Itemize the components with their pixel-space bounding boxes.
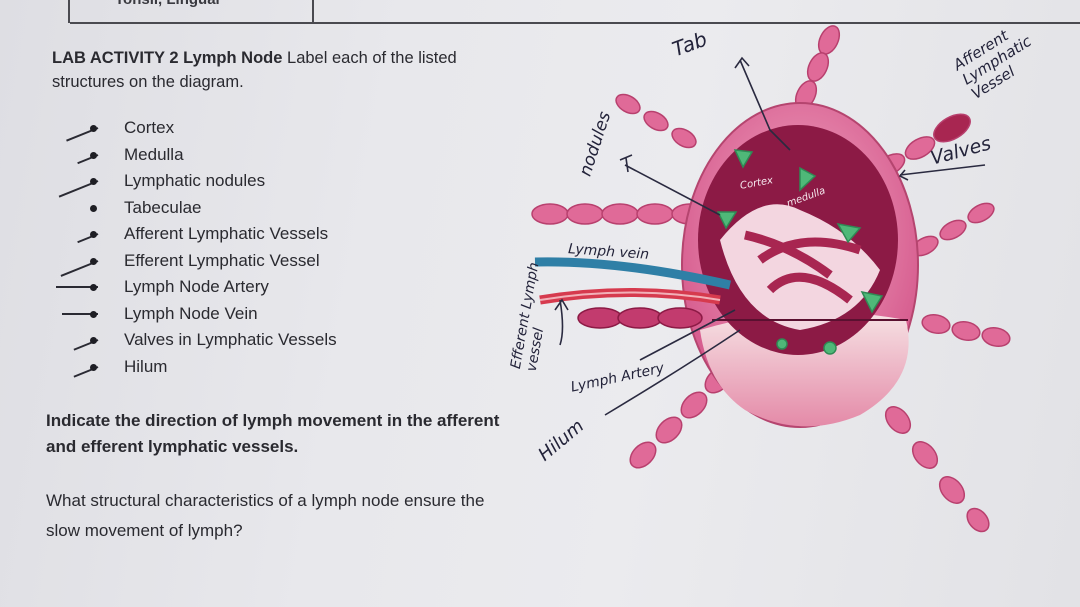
cut-header-text: Tonsil, Lingual [115, 0, 220, 8]
bullet-icon [90, 231, 97, 238]
table-border-mid [312, 0, 314, 23]
activity-title: LAB ACTIVITY 2 Lymph Node Label each of … [52, 46, 482, 94]
table-border-left [68, 0, 70, 23]
list-item: Tabeculae [62, 195, 337, 222]
list-item: Lymph Node Artery [56, 274, 337, 301]
lymph-node-vein [534, 257, 731, 290]
table-border-bottom [70, 22, 1080, 24]
bullet-icon [90, 363, 97, 371]
afferent-vessel-upper-left [615, 93, 697, 149]
structure-list: Cortex Medulla Lymphatic nodules Tabecul… [56, 115, 337, 381]
afferent-vessel-lower-right [884, 406, 990, 533]
list-item: Hilum [62, 354, 337, 381]
list-item: Lymphatic nodules [58, 168, 337, 198]
list-item: Medulla [62, 142, 337, 169]
lymphatic-nodules [716, 149, 884, 355]
trabeculae [744, 230, 862, 304]
bullet-icon [90, 310, 97, 318]
bullet-icon [90, 151, 97, 159]
bullet-icon [90, 257, 97, 265]
question-lymph-direction: Indicate the direction of lymph movement… [46, 411, 500, 456]
question-slow-movement: What structural characteristics of a lym… [46, 491, 485, 540]
list-item: Valves in Lymphatic Vessels [62, 327, 337, 354]
afferent-vessel-right-lower [921, 313, 1011, 348]
afferent-vessel-right [911, 202, 995, 257]
bullet-icon [90, 125, 97, 132]
pen-check-mark [62, 312, 98, 315]
activity-subject: Lymph Node [183, 49, 283, 67]
bullet-icon [90, 337, 97, 344]
bullet-icon [90, 204, 97, 212]
pen-annotation-lines [554, 56, 986, 416]
list-item: Afferent Lymphatic Vessels [62, 221, 337, 248]
efferent-vessel [577, 307, 703, 329]
bullet-icon [90, 284, 97, 291]
activity-number: LAB ACTIVITY 2 [52, 49, 179, 67]
list-item: Cortex [62, 115, 337, 142]
pen-check-mark [56, 286, 98, 288]
list-item: Lymph Node Vein [62, 301, 337, 328]
activity-instruction: Label each of the listed structures on t… [52, 49, 457, 91]
afferent-vessel-left [531, 203, 709, 225]
afferent-vessel-top [794, 25, 841, 110]
bullet-icon [90, 178, 97, 185]
list-item: Efferent Lymphatic Vessel [60, 248, 337, 277]
